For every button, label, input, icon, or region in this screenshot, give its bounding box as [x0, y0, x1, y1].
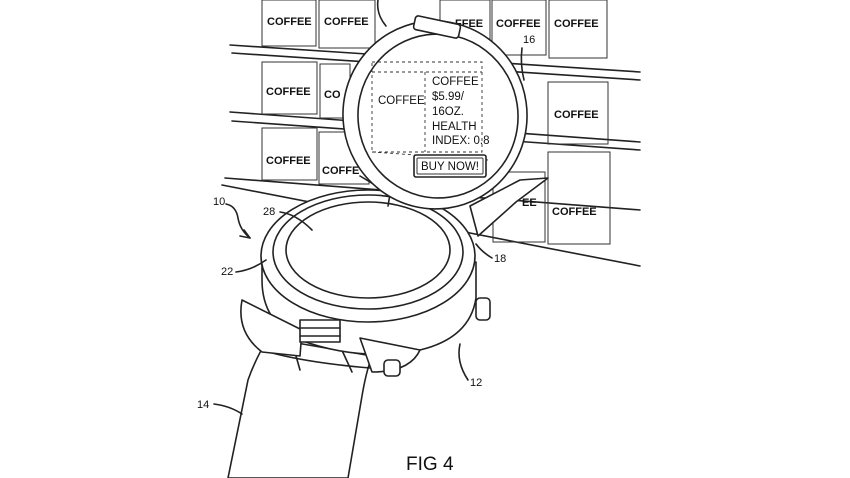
- overlay-product-label: COFFEE: [378, 95, 425, 107]
- overlay-info-line: HEALTH: [432, 121, 477, 133]
- shelf-coffee-label: COFFEE: [554, 18, 599, 30]
- side-button: [384, 360, 400, 376]
- overlay-info-line: 16OZ.: [432, 106, 464, 118]
- shelf-partial-label: COFFE: [322, 165, 359, 177]
- ref-numeral-housing: 22: [221, 266, 233, 278]
- shelf-coffee-label: COFFEE: [496, 18, 541, 30]
- buy-now-button[interactable]: BUY NOW!: [414, 155, 486, 177]
- overlay-info-line: COFFEE: [432, 76, 479, 88]
- ref-numeral-display: 28: [263, 206, 275, 218]
- shelf-coffee-label: COFFEE: [324, 16, 369, 28]
- shelf-coffee-label: COFFEE: [266, 155, 311, 167]
- shelf-coffee-label: COFFEE: [554, 109, 599, 121]
- figure-label: FIG 4: [406, 454, 454, 475]
- ref-numeral-crown: 12: [470, 377, 482, 389]
- watch-housing: [241, 190, 490, 376]
- ref-numeral-lid: 16: [523, 34, 535, 46]
- crown-button: [476, 298, 490, 320]
- shelf-coffee-label: COFFEE: [266, 86, 311, 98]
- buy-now-label: BUY NOW!: [421, 161, 479, 173]
- overlay-info-line: $5.99/: [432, 91, 465, 103]
- ref-numeral-device: 10: [213, 196, 225, 208]
- shelf-partial-label: CO: [324, 89, 341, 101]
- shelf-coffee-label: COFFEE: [552, 206, 597, 218]
- overlay-info-line: INDEX: 0.8: [432, 135, 490, 147]
- ref-numeral-hinge: 18: [494, 253, 506, 265]
- shelf-coffee-label: COFFEE: [267, 16, 312, 28]
- watch-band: [228, 338, 372, 478]
- shelf-partial-label: EE: [522, 197, 537, 209]
- ref-numeral-band: 14: [197, 399, 209, 411]
